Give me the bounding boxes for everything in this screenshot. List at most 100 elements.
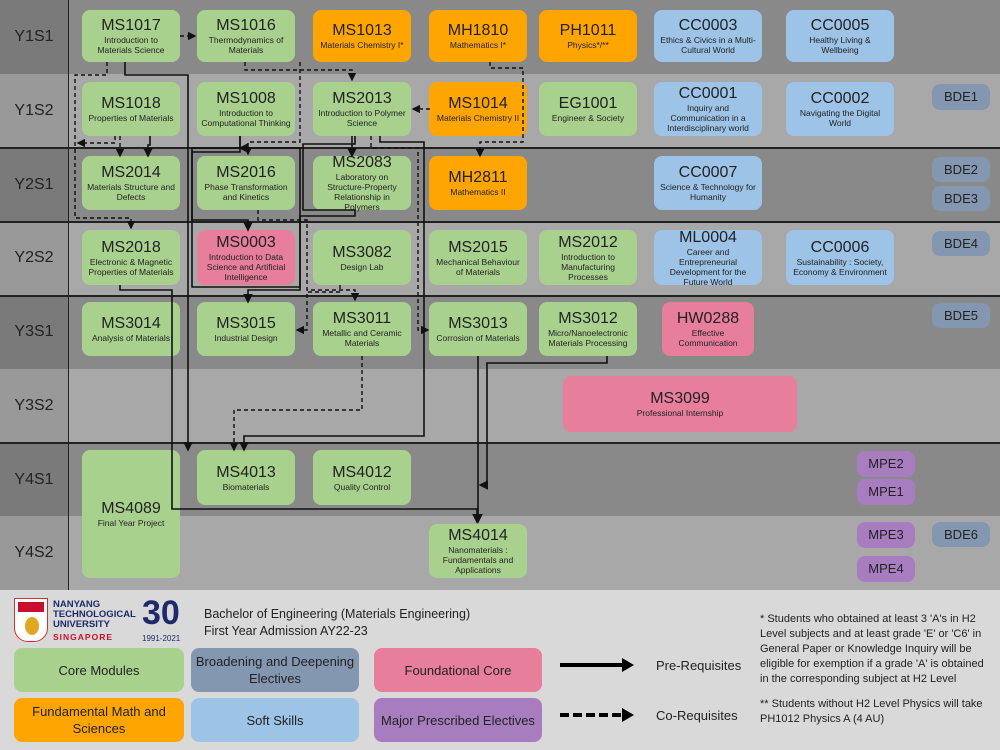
footnote-exemption: * Students who obtained at least 3 'A's … — [760, 613, 984, 685]
module-mpe2[interactable]: MPE2 — [857, 451, 915, 477]
year-divider — [0, 221, 1000, 223]
module-bde6[interactable]: BDE6 — [932, 522, 990, 547]
module-mpe1[interactable]: MPE1 — [857, 479, 915, 505]
module-code: MH2811 — [448, 169, 508, 186]
module-code: MS1013 — [332, 22, 392, 39]
module-code: MS4089 — [101, 500, 161, 517]
module-code: MS2016 — [216, 164, 276, 181]
legend-core: Core Modules — [14, 648, 184, 692]
semester-label: Y4S1 — [0, 442, 68, 517]
module-bde4[interactable]: BDE4 — [932, 231, 990, 256]
semester-label: Y3S1 — [0, 295, 68, 369]
module-bde1[interactable]: BDE1 — [932, 84, 990, 110]
module-code: MS1016 — [216, 17, 276, 34]
module-code: MS4014 — [448, 527, 508, 544]
module-code: MS3099 — [650, 390, 710, 407]
module-code: MPE4 — [868, 561, 904, 576]
module-code: MPE2 — [868, 456, 904, 471]
legend-math: Fundamental Math and Sciences — [14, 698, 184, 742]
module-code: MPE1 — [868, 484, 904, 499]
module-code: CC0002 — [810, 90, 870, 107]
module-title: Introduction to Data Science and Artific… — [206, 251, 286, 282]
footnotes: * Students who obtained at least 3 'A's … — [760, 612, 995, 737]
module-code: MS2012 — [558, 233, 618, 251]
module-code: MS4012 — [332, 463, 392, 481]
module-title: Healthy Living & Wellbeing — [809, 35, 871, 55]
module-code: MS3015 — [216, 315, 276, 332]
admission-year: First Year Admission AY22-23 — [204, 624, 368, 638]
module-title: Design Lab — [340, 261, 384, 272]
module-title: Thermodynamics of Materials — [208, 35, 284, 55]
module-code: BDE6 — [944, 526, 978, 542]
module-title: Introduction to Polymer Science — [318, 108, 406, 128]
module-title: Introduction to Manufacturing Processes — [561, 251, 615, 282]
dashed-arrow-icon — [560, 708, 634, 722]
module-mpe4[interactable]: MPE4 — [857, 556, 915, 582]
module-code: MS4013 — [216, 463, 276, 481]
module-code: MS2015 — [448, 238, 508, 256]
module-title: Electronic & Magnetic Properties of Mate… — [88, 256, 174, 277]
module-title: Physics*/** — [567, 40, 609, 50]
module-code: CC0003 — [678, 17, 738, 34]
module-code: MS3013 — [448, 315, 508, 332]
logo-text: TECHNOLOGICAL — [53, 609, 136, 620]
semester-label: Y2S2 — [0, 221, 68, 296]
module-title: Biomaterials — [222, 481, 270, 492]
semester-label: Y4S2 — [0, 516, 68, 591]
module-bde5[interactable]: BDE5 — [932, 303, 990, 328]
module-bde3[interactable]: BDE3 — [932, 186, 990, 211]
semester-label: Y1S2 — [0, 73, 68, 148]
module-title: Engineer & Society — [551, 113, 625, 123]
year-divider — [0, 295, 1000, 297]
module-code: MPE3 — [868, 527, 904, 542]
module-title: Mathematics I* — [449, 40, 507, 50]
module-title: Quality Control — [333, 481, 391, 492]
module-title: Industrial Design — [214, 333, 278, 343]
module-code: MS2018 — [101, 238, 161, 256]
module-code: BDE5 — [944, 307, 978, 323]
module-code: MS0003 — [216, 233, 276, 251]
legend-foundational: Foundational Core — [374, 648, 542, 692]
logo-text: NANYANG — [53, 599, 101, 610]
module-bde2[interactable]: BDE2 — [932, 157, 990, 182]
module-mpe3[interactable]: MPE3 — [857, 522, 915, 548]
module-code: MS2083 — [332, 154, 392, 171]
